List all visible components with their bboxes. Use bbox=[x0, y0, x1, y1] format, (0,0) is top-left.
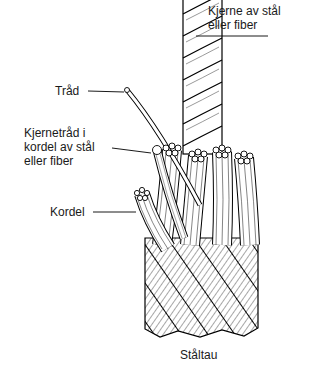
leader-line bbox=[93, 212, 136, 213]
rope-body bbox=[145, 238, 258, 337]
title-label: Ståltau bbox=[180, 348, 250, 362]
leader-line bbox=[196, 36, 268, 37]
leader-line bbox=[112, 148, 151, 153]
part-label: Kjernetråd i kordel av stål eller fiber bbox=[24, 126, 110, 168]
leader-lines bbox=[88, 36, 268, 212]
leader-line bbox=[88, 91, 124, 92]
part-label: Kjerne av stål eller fiber bbox=[208, 4, 304, 32]
wire-ends bbox=[125, 88, 254, 201]
part-label: Kordel bbox=[50, 205, 94, 219]
strands bbox=[127, 90, 256, 249]
part-label: Tråd bbox=[55, 84, 95, 98]
